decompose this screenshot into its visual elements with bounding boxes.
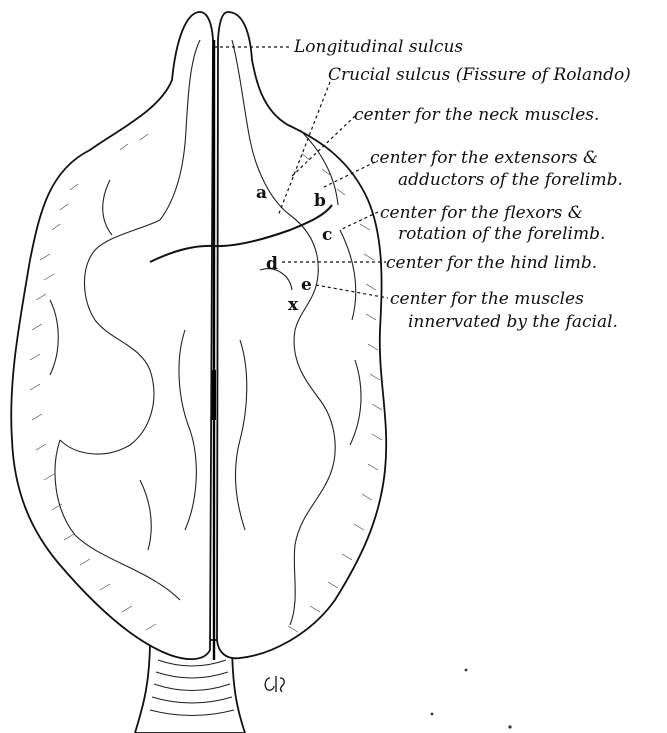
speck <box>508 725 511 728</box>
letter-c: c <box>322 225 332 245</box>
speck <box>431 713 434 716</box>
engraver-monogram <box>265 676 284 692</box>
label-extensors-line2: adductors of the forelimb. <box>398 170 623 190</box>
letter-e: e <box>301 275 312 295</box>
speck <box>465 669 468 672</box>
letter-b: b <box>314 191 326 211</box>
label-facial-line1: center for the muscles <box>390 289 584 309</box>
label-neck-muscles: center for the neck muscles. <box>354 105 599 125</box>
label-hind-limb: center for the hind limb. <box>386 253 597 273</box>
letter-x: x <box>288 295 299 315</box>
label-facial-line2: innervated by the facial. <box>408 312 618 332</box>
letter-d: d <box>266 254 278 274</box>
letter-a: a <box>256 183 267 203</box>
label-extensors-line1: center for the extensors & <box>370 148 598 168</box>
fissure-shadow <box>212 370 216 420</box>
label-longitudinal-sulcus: Longitudinal sulcus <box>293 37 463 57</box>
label-flexors-line1: center for the flexors & <box>380 203 583 223</box>
label-crucial-sulcus: Crucial sulcus (Fissure of Rolando) <box>328 65 631 85</box>
label-flexors-line2: rotation of the forelimb. <box>398 224 605 244</box>
left-hemisphere <box>11 12 213 659</box>
